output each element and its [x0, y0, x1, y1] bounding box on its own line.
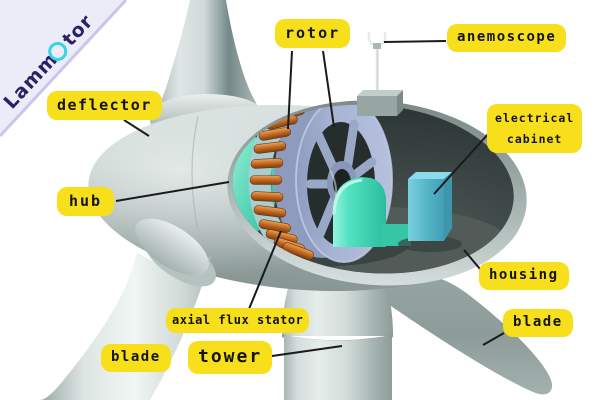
leader-line-housing — [463, 249, 481, 270]
leader-line-rotor-2 — [322, 50, 335, 128]
label-deflector: deflector — [47, 91, 162, 120]
leader-line-blade-right — [482, 332, 505, 346]
label-axial-flux-stator: axial flux stator — [166, 308, 310, 333]
label-housing: housing — [479, 262, 569, 290]
anemometer — [367, 31, 387, 100]
leader-line-deflector — [123, 119, 150, 137]
anemometer-base — [357, 90, 403, 116]
logo-ring-o-icon — [48, 41, 68, 61]
leader-line-rotor-1 — [287, 50, 293, 130]
blade-lower-right-shape — [360, 273, 553, 395]
label-blade-lower-left: blade — [101, 344, 171, 372]
leader-line-hub — [115, 181, 230, 202]
pedestal-mount — [332, 177, 386, 247]
logo: Lamm tor — [0, 0, 128, 138]
leader-line-axial-flux-stator — [248, 230, 282, 310]
leader-line-electrical-cabinet — [433, 132, 490, 195]
label-electrical-cabinet-line1: electrical — [495, 111, 575, 125]
label-electrical-cabinet-line2: cabinet — [506, 131, 563, 146]
nacelle-seam — [191, 115, 199, 231]
label-tower: tower — [188, 341, 273, 374]
label-blade-lower-right: blade — [503, 309, 573, 337]
leader-lines — [115, 40, 505, 358]
label-anemoscope: anemoscope — [447, 24, 567, 52]
leader-line-anemoscope — [383, 40, 447, 43]
leader-line-tower — [264, 345, 343, 358]
anemometer-fork — [367, 31, 387, 46]
label-rotor: rotor — [275, 19, 351, 48]
blade-root-ring-upper — [135, 218, 209, 276]
label-hub: hub — [57, 187, 115, 216]
label-electrical-cabinet: electrical cabinet — [487, 104, 583, 154]
